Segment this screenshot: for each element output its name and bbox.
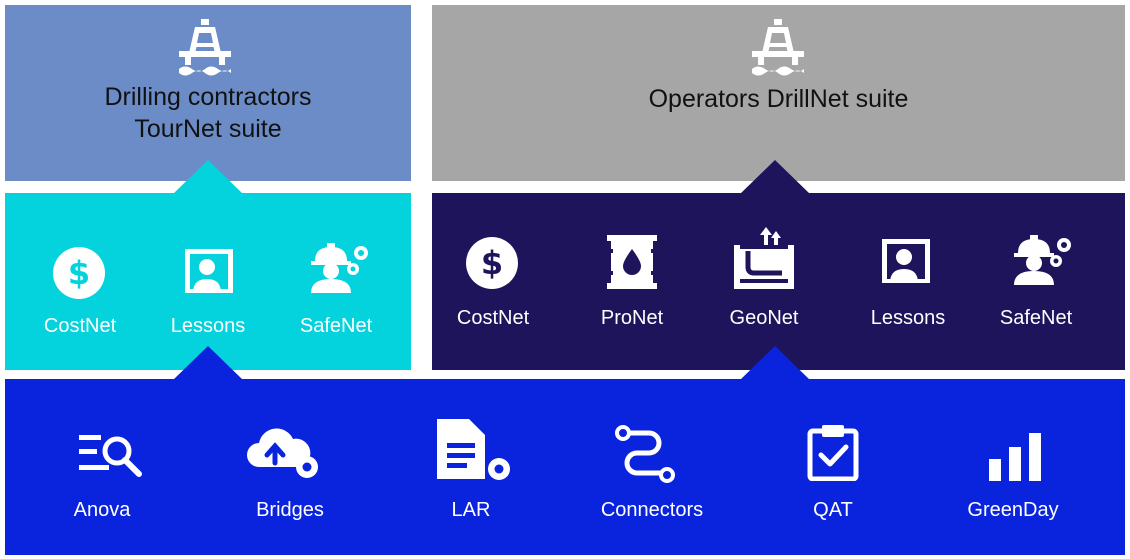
platform-app-label-bridges: Bridges (256, 499, 324, 521)
operator-apps-panel: $ CostNet ProNet GeoNet Lessons SafeNet (432, 193, 1125, 370)
connector-path-icon (615, 425, 675, 483)
oil-barrel-icon (607, 235, 657, 289)
worker-gears-icon (1014, 235, 1071, 285)
platform-app-label-greenday: GreenDay (967, 499, 1059, 521)
drilling-suite-title-line1: Drilling contractors (104, 83, 312, 111)
platform-arrow-left (173, 346, 243, 380)
clipboard-check-icon (807, 425, 859, 481)
document-gear-icon (437, 419, 510, 480)
drilling-app-label-costnet: CostNet (43, 315, 117, 337)
list-search-icon (79, 435, 142, 477)
drilling-apps-arrow (173, 160, 243, 194)
platform-app-label-qat: QAT (813, 499, 853, 521)
oil-rig-icon (179, 19, 231, 76)
platform-panel: Anova Bridges LAR Connectors QAT GreenDa… (5, 379, 1125, 555)
worker-gears-icon (311, 243, 368, 293)
platform-app-label-connectors: Connectors (600, 499, 704, 521)
svg-text:$: $ (68, 254, 90, 292)
platform-app-label-lar: LAR (451, 499, 491, 521)
operator-app-label-pronet: ProNet (600, 307, 664, 329)
dollar-icon: $ (53, 247, 105, 299)
operator-app-label-geonet: GeoNet (729, 307, 799, 329)
platform-arrow-right (740, 346, 810, 380)
oil-rig-icon (752, 19, 804, 76)
presenter-icon (185, 249, 233, 293)
drilling-suite-title-line2: TourNet suite (134, 115, 282, 143)
drilling-apps-panel: $ CostNet Lessons SafeNet (5, 193, 411, 370)
svg-text:$: $ (481, 244, 503, 282)
drilling-app-label-lessons: Lessons (170, 315, 246, 337)
operator-app-label-costnet: CostNet (456, 307, 530, 329)
drilling-app-label-safenet: SafeNet (299, 315, 373, 337)
operator-app-label-safenet: SafeNet (999, 307, 1073, 329)
operators-suite-title: Operators DrillNet suite (648, 85, 909, 113)
drilling-suite-header: Drilling contractors TourNet suite (5, 5, 411, 181)
operator-app-label-lessons: Lessons (870, 307, 946, 329)
operators-suite-header: Operators DrillNet suite (432, 5, 1125, 181)
cloud-upload-gear-icon (247, 428, 318, 478)
dollar-icon: $ (466, 237, 518, 289)
geology-well-icon (734, 227, 794, 289)
presenter-icon (882, 239, 930, 283)
platform-app-label-anova: Anova (73, 499, 131, 521)
bar-chart-icon (989, 433, 1041, 481)
operator-apps-arrow (740, 160, 810, 194)
